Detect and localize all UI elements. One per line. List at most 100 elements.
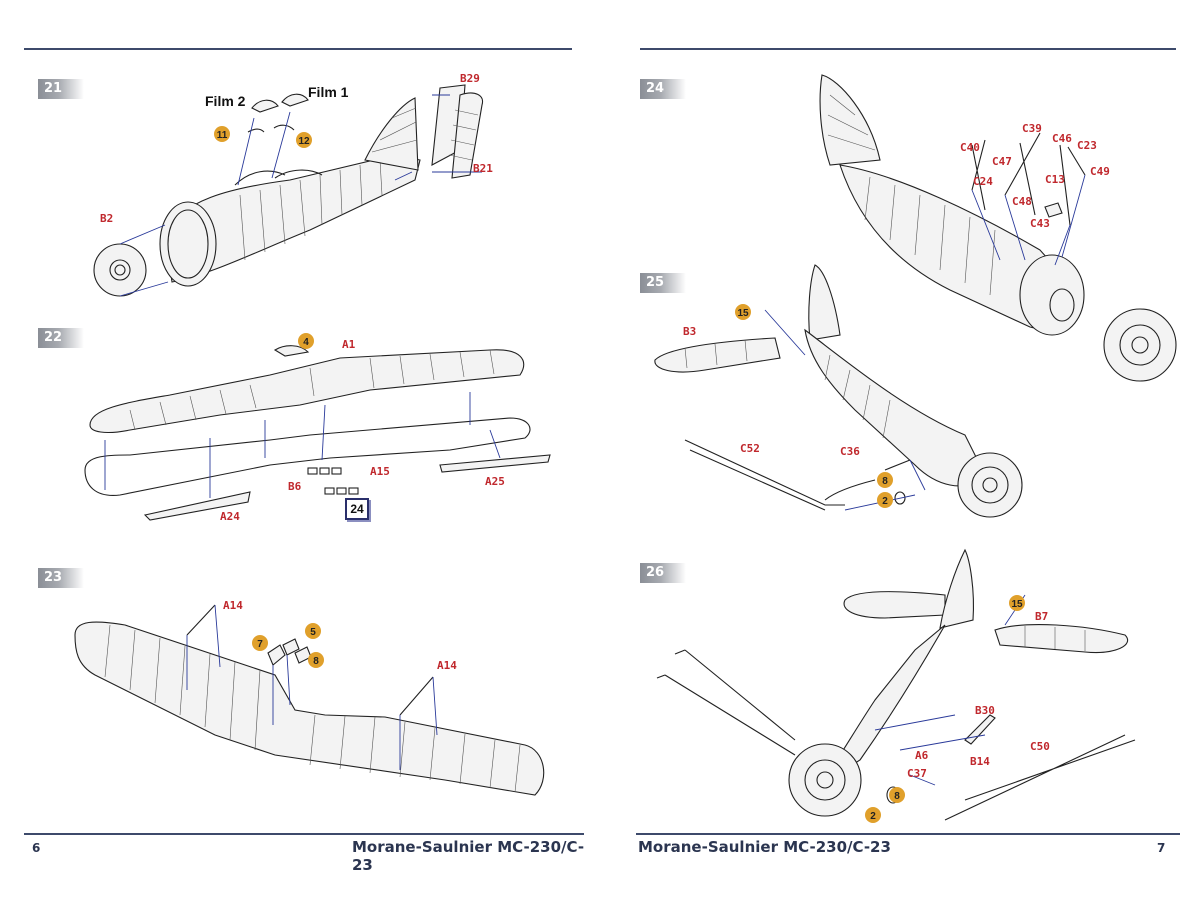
callout-15: 15 xyxy=(1011,599,1023,610)
cowling-ring xyxy=(159,201,217,287)
part-label-c48: C48 xyxy=(1012,195,1032,208)
gear-leg-c52 xyxy=(684,439,845,511)
callout-circle-8 xyxy=(889,787,905,803)
part-label-a24: A24 xyxy=(220,510,240,523)
part-label-b30: B30 xyxy=(975,704,995,717)
gear-strut-c36 xyxy=(824,459,911,501)
callout-circle-5 xyxy=(305,623,321,639)
part-label-b2: B2 xyxy=(100,212,113,225)
film-2-canopy xyxy=(251,99,279,113)
part-c43 xyxy=(1044,202,1063,218)
left-page: 21 Film 2 Film 1 xyxy=(24,48,585,874)
stabilizer-b3 xyxy=(654,337,781,373)
part-label-c46: C46 xyxy=(1052,132,1072,145)
top-rule xyxy=(24,48,572,50)
callout-8: 8 xyxy=(882,476,888,487)
step-21-drawing: Film 2 Film 1 B29 B21 B2 11 12 xyxy=(93,72,493,297)
callout-2: 2 xyxy=(870,811,876,822)
callout-circle-11 xyxy=(214,126,230,142)
part-label-a1: A1 xyxy=(342,338,356,351)
engine-front-b2 xyxy=(93,243,147,297)
radial-engine xyxy=(957,452,1023,518)
upper-wing-a1 xyxy=(89,349,525,434)
callout-12: 12 xyxy=(298,136,310,147)
part-b30 xyxy=(964,714,996,745)
part-label-b3: B3 xyxy=(683,325,696,338)
part-label-a15: A15 xyxy=(370,465,390,478)
part-label-a14-right: A14 xyxy=(437,659,457,672)
callout-circle-7 xyxy=(252,635,268,651)
radial-engine xyxy=(1103,308,1177,382)
step-24-drawing: C39 C46 C23 C40 C47 C49 C24 C13 C48 C43 xyxy=(819,74,1177,382)
callout-circle-15 xyxy=(1009,595,1025,611)
step-badge-23: 23 xyxy=(38,568,84,588)
tail-fin xyxy=(939,548,974,629)
part-label-b6: B6 xyxy=(288,480,302,493)
part-label-a14-left: A14 xyxy=(223,599,243,612)
part-label-c40: C40 xyxy=(960,141,980,154)
step-25-drawing: B3 C52 C36 15 8 2 xyxy=(654,264,1023,518)
top-rule xyxy=(640,48,1176,50)
part-label-b21: B21 xyxy=(473,162,493,175)
part-label-c52: C52 xyxy=(740,442,760,455)
step-badge-26: 26 xyxy=(640,563,686,583)
callout-circle-2 xyxy=(865,807,881,823)
stabilizer-left xyxy=(843,591,946,619)
step-23-drawing: A14 A14 7 5 8 xyxy=(74,599,545,796)
callout-circle-15 xyxy=(735,304,751,320)
step-badge-21: 21 xyxy=(38,79,84,99)
part-label-c37: C37 xyxy=(907,767,927,780)
film-1-canopy xyxy=(281,93,309,107)
callout-circle-4 xyxy=(298,333,314,349)
film-2-label: Film 2 xyxy=(205,93,246,109)
fuselage-outline xyxy=(804,328,986,487)
right-page: 24 C39 C46 C23 C40 C47 C49 C24 C13 C48 C… xyxy=(600,0,1200,900)
callout-15: 15 xyxy=(737,308,749,319)
part-label-b7: B7 xyxy=(1035,610,1048,623)
tail-fin xyxy=(819,74,881,166)
callout-circle-12 xyxy=(296,132,312,148)
page-number-left: 6 xyxy=(32,841,41,855)
film-1-label: Film 1 xyxy=(308,84,349,100)
callout-11: 11 xyxy=(217,130,228,141)
step-badge-22: 22 xyxy=(38,328,84,348)
callout-circle-2 xyxy=(877,492,893,508)
wing-underside-outline xyxy=(84,417,531,496)
windscreen-part xyxy=(273,345,310,357)
bracket-7 xyxy=(267,644,286,666)
part-label-c47: C47 xyxy=(992,155,1012,168)
aileron-a24 xyxy=(143,491,251,521)
callout-5: 5 xyxy=(310,627,316,638)
part-label-b29: B29 xyxy=(460,72,480,85)
footer-title-right: Morane-Saulnier MC-230/C-23 xyxy=(638,838,891,856)
callout-8: 8 xyxy=(894,791,900,802)
aileron-a25 xyxy=(439,454,551,473)
part-label-c43: C43 xyxy=(1030,217,1050,230)
step-badge-24: 24 xyxy=(640,79,686,99)
reference-step-box: 24 xyxy=(345,498,369,520)
stabilizer-b7 xyxy=(994,624,1128,654)
tail-fin xyxy=(808,264,841,341)
part-label-c13: C13 xyxy=(1045,173,1065,186)
callout-circle-8 xyxy=(877,472,893,488)
part-label-b14: B14 xyxy=(970,755,990,768)
step-22-drawing: A1 A15 B6 A25 A24 4 xyxy=(84,333,551,523)
callout-8: 8 xyxy=(313,656,319,667)
part-label-c36: C36 xyxy=(840,445,860,458)
footer-title-left: Morane-Saulnier MC-230/C-23 xyxy=(352,838,585,874)
bottom-rule xyxy=(636,833,1180,835)
part-label-c23: C23 xyxy=(1077,139,1097,152)
callout-7: 7 xyxy=(257,639,263,650)
part-label-c39: C39 xyxy=(1022,122,1042,135)
part-label-c49: C49 xyxy=(1090,165,1110,178)
callout-4: 4 xyxy=(303,337,309,348)
radial-engine xyxy=(788,743,862,817)
bracket-5 xyxy=(282,638,300,656)
page-number-right: 7 xyxy=(1157,841,1166,855)
callout-2: 2 xyxy=(882,496,888,507)
part-label-c50: C50 xyxy=(1030,740,1050,753)
lower-wing xyxy=(74,621,545,796)
step-26-drawing: B7 B30 A6 B14 C50 C37 15 8 2 xyxy=(656,548,1136,823)
part-label-a6: A6 xyxy=(915,749,929,762)
callout-circle-8 xyxy=(308,652,324,668)
